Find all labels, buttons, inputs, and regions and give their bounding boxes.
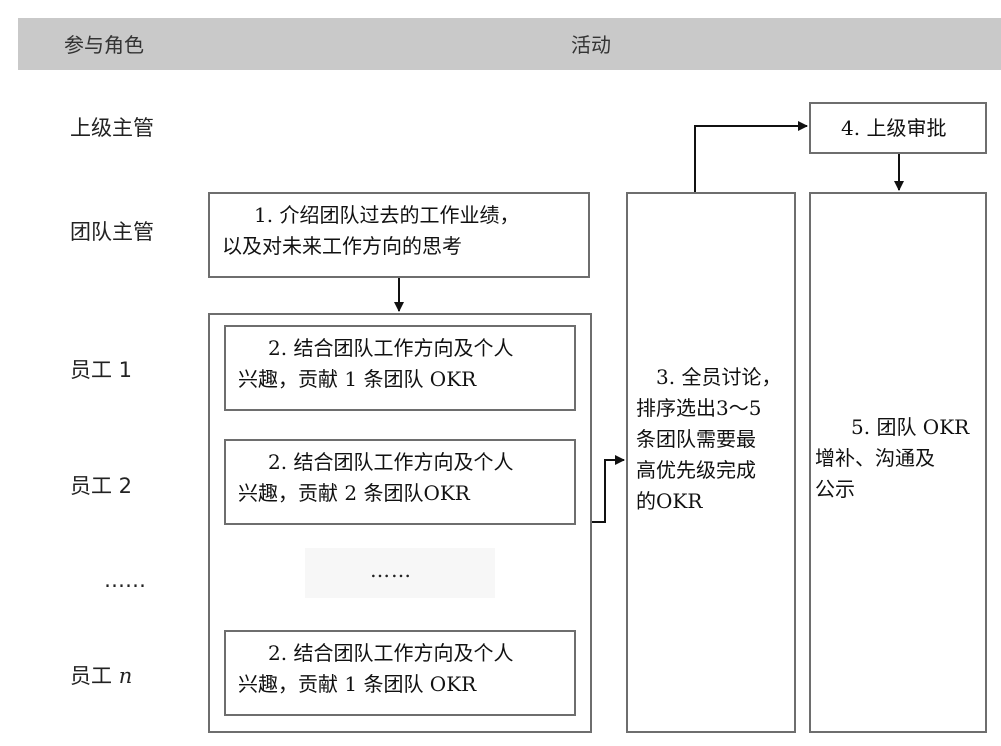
step2-box-employee-2: 2. 结合团队工作方向及个人 兴趣，贡献 2 条团队OKR	[224, 439, 576, 525]
step3-line4: 高优先级完成	[636, 458, 756, 482]
role-ellipsis: ……	[104, 568, 146, 592]
step2-a-line2: 兴趣，贡献 1 条团队 OKR	[238, 367, 477, 391]
arrow-step3-to-step4	[694, 121, 808, 192]
header-role-label: 参与角色	[64, 33, 144, 57]
role-employee-n: 员工 n	[70, 660, 200, 690]
step2-box-employee-n: 2. 结合团队工作方向及个人 兴趣，贡献 1 条团队 OKR	[224, 630, 576, 716]
step5-line1: 5. 团队 OKR	[851, 415, 970, 439]
step3-line1: 3. 全员讨论，	[656, 365, 782, 389]
role-employee-1: 员工 1	[70, 358, 133, 382]
role-employee-n-prefix: 员工	[70, 664, 119, 688]
header-activity-label: 活动	[571, 33, 611, 57]
step3-line3: 条团队需要最	[636, 427, 756, 451]
role-employee-n-var: n	[118, 664, 133, 688]
step1-line1: 1. 介绍团队过去的工作业绩，	[254, 203, 520, 227]
step1-box: 1. 介绍团队过去的工作业绩， 以及对未来工作方向的思考	[208, 192, 590, 278]
step2-b-line2: 兴趣，贡献 2 条团队OKR	[238, 481, 470, 505]
step3-line5: 的OKR	[636, 489, 703, 513]
step2-a-line1: 2. 结合团队工作方向及个人	[268, 336, 514, 360]
step4-box: 4. 上级审批	[809, 102, 987, 154]
step5-line3: 公示	[815, 477, 855, 501]
role-employee-2: 员工 2	[70, 474, 133, 498]
step2-ellipsis-area	[305, 548, 495, 598]
arrow-employees-to-step3	[592, 455, 625, 523]
step2-box-employee-1: 2. 结合团队工作方向及个人 兴趣，贡献 1 条团队 OKR	[224, 325, 576, 411]
role-senior-manager: 上级主管	[70, 116, 154, 140]
step1-line2: 以及对未来工作方向的思考	[222, 234, 462, 258]
step2-b-line1: 2. 结合团队工作方向及个人	[268, 450, 514, 474]
role-team-manager: 团队主管	[70, 220, 154, 244]
step2-ellipsis: ……	[370, 558, 412, 582]
step5-box: 5. 团队 OKR 增补、沟通及 公示	[809, 192, 987, 733]
step3-box: 3. 全员讨论， 排序选出3～5 条团队需要最 高优先级完成 的OKR	[626, 192, 796, 733]
header-bar: 参与角色 活动	[18, 18, 1001, 70]
step4-label: 4. 上级审批	[841, 116, 947, 140]
step2-n-line1: 2. 结合团队工作方向及个人	[268, 641, 514, 665]
step2-n-line2: 兴趣，贡献 1 条团队 OKR	[238, 672, 477, 696]
step3-line2: 排序选出3～5	[636, 396, 762, 420]
step5-line2: 增补、沟通及	[815, 446, 935, 470]
